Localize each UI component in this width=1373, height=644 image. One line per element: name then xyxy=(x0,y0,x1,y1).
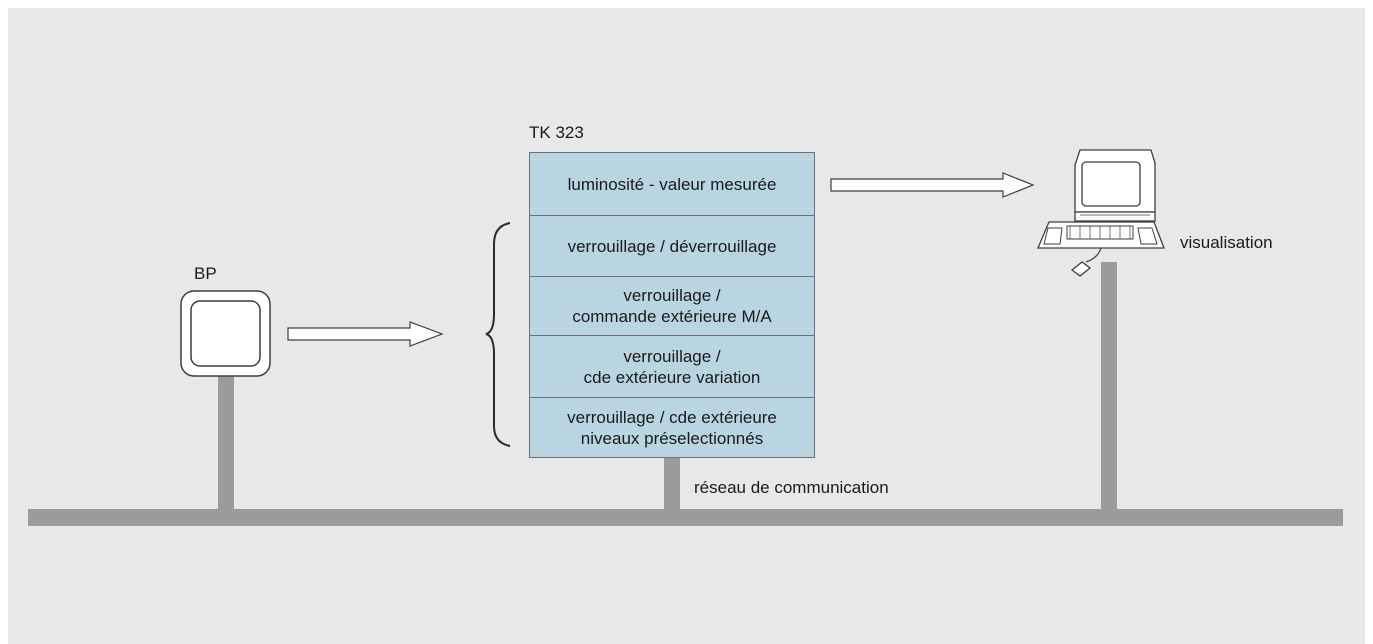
function-lock-dimming: verrouillage / cde extérieure variation xyxy=(530,335,814,397)
function-measured-value: luminosité - valeur mesurée xyxy=(567,174,777,194)
tk323-drop xyxy=(664,456,680,511)
computer-label: visualisation xyxy=(1180,233,1273,252)
device-label: TK 323 xyxy=(529,123,584,142)
tk323-function-block: luminosité - valeur mesurée verrouillage… xyxy=(529,152,815,458)
computer-icon xyxy=(1037,149,1165,277)
function-lock-unlock: verrouillage / déverrouillage xyxy=(530,215,814,276)
function-lock-onoff: verrouillage / commande extérieure M/A xyxy=(530,276,814,335)
push-button-drop xyxy=(218,376,234,511)
computer-drop xyxy=(1101,262,1117,511)
network-label: réseau de communication xyxy=(694,478,889,497)
function-lock-preset-levels: verrouillage / cde extérieure niveaux pr… xyxy=(530,397,814,457)
input-brace xyxy=(485,222,511,447)
push-button-icon xyxy=(180,290,271,377)
output-arrow xyxy=(830,172,1035,198)
input-arrow xyxy=(287,321,444,347)
button-label: BP xyxy=(194,264,217,283)
network-bus xyxy=(28,509,1343,526)
